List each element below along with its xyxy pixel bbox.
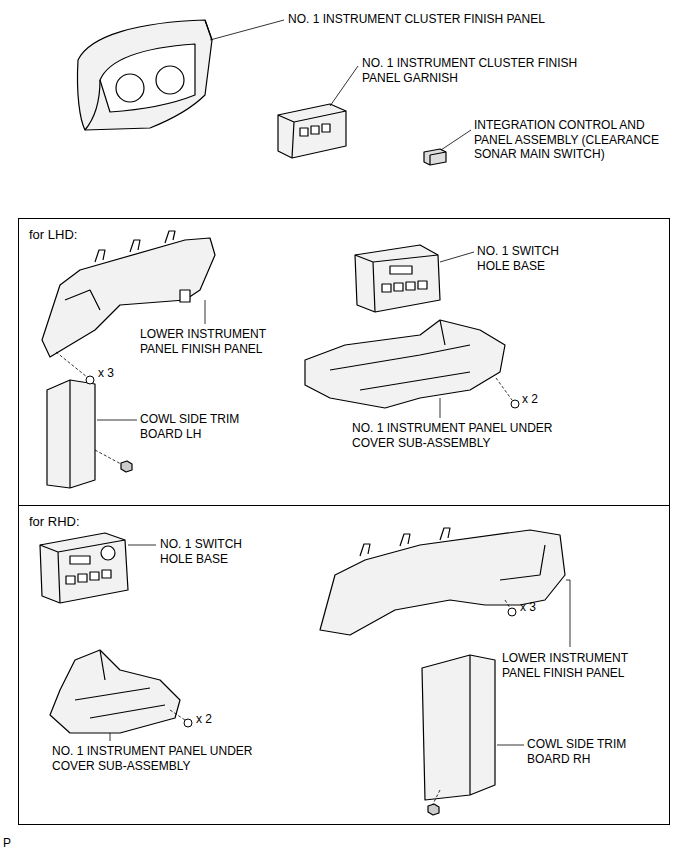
leader-line xyxy=(205,300,206,324)
leader-line xyxy=(440,398,441,418)
part-drawing xyxy=(100,44,195,112)
part-drawing xyxy=(85,80,100,130)
part-drawing xyxy=(390,266,412,274)
part-drawing xyxy=(430,152,446,165)
part-drawing xyxy=(78,574,87,582)
part-name: NO. 1 INSTRUMENT CLUSTER FINISH PANEL xyxy=(288,12,648,27)
leader-line xyxy=(110,733,111,741)
leader-line xyxy=(566,580,570,647)
part-name: LOWER INSTRUMENT PANEL FINISH PANEL xyxy=(140,327,300,356)
leader-line xyxy=(441,130,471,150)
part-drawing xyxy=(394,283,403,291)
part-drawing xyxy=(300,128,308,136)
part-drawing xyxy=(40,540,125,603)
variant-frame: for LHD: xyxy=(18,218,670,506)
quantity-note: x 3 xyxy=(520,600,550,615)
part-drawing xyxy=(278,111,346,158)
part-name: NO. 1 INSTRUMENT PANEL UNDER COVER SUB-A… xyxy=(52,744,274,773)
part-drawing xyxy=(278,104,346,158)
part-drawing xyxy=(320,530,565,635)
part-drawing xyxy=(121,461,132,472)
quantity-note: x 2 xyxy=(196,712,226,727)
leader-line xyxy=(497,745,524,746)
install-line xyxy=(56,352,87,377)
part-drawing xyxy=(156,66,184,94)
leader-line xyxy=(440,252,474,262)
bolt-symbol xyxy=(508,608,516,616)
part-drawing xyxy=(40,533,128,603)
part-drawing xyxy=(355,255,438,312)
part-drawing xyxy=(180,290,190,302)
part-name: COWL SIDE TRIM BOARD LH xyxy=(140,412,258,441)
part-drawing xyxy=(90,572,99,580)
part-drawing xyxy=(428,804,439,815)
part-drawing xyxy=(75,650,165,718)
part-drawing xyxy=(305,320,505,408)
variant-heading: for RHD: xyxy=(29,514,80,530)
part-drawing xyxy=(330,320,470,390)
part-drawing xyxy=(322,124,330,132)
figure-code: P xyxy=(3,836,23,851)
leader-line xyxy=(210,20,284,40)
part-name: NO. 1 INSTRUMENT CLUSTER FINISH PANEL GA… xyxy=(362,56,594,85)
part-drawing xyxy=(66,576,75,584)
install-line xyxy=(433,790,440,804)
part-drawing xyxy=(102,570,111,578)
part-drawing xyxy=(70,556,90,564)
bolt-symbol xyxy=(184,719,192,727)
install-line xyxy=(56,352,512,804)
part-drawing xyxy=(50,650,180,733)
part-drawing xyxy=(424,149,446,165)
part-name: NO. 1 INSTRUMENT PANEL UNDER COVER SUB-A… xyxy=(352,421,574,450)
part-name: COWL SIDE TRIM BOARD RH xyxy=(527,737,645,766)
leader-line xyxy=(330,66,358,106)
part-drawing xyxy=(65,231,175,310)
install-line xyxy=(505,600,510,608)
part-name: INTEGRATION CONTROL AND PANEL ASSEMBLY (… xyxy=(474,118,686,162)
part-drawing xyxy=(355,245,440,312)
part-name: LOWER INSTRUMENT PANEL FINISH PANEL xyxy=(502,651,662,680)
install-line xyxy=(95,450,121,464)
part-drawing xyxy=(406,282,415,290)
part-drawing xyxy=(205,20,212,40)
part-drawing xyxy=(422,655,495,800)
part-drawing xyxy=(69,380,70,488)
part-drawing xyxy=(418,281,427,289)
part-drawing xyxy=(47,380,95,488)
bolt-symbol xyxy=(511,400,519,408)
part-drawing xyxy=(311,126,319,134)
part-drawing xyxy=(382,284,391,292)
part-drawing xyxy=(77,20,212,130)
quantity-note: x 3 xyxy=(98,366,128,381)
variant-heading: for LHD: xyxy=(29,227,77,243)
part-drawing xyxy=(360,528,545,580)
quantity-note: x 2 xyxy=(522,392,552,407)
part-drawing xyxy=(469,655,470,795)
part-drawing xyxy=(116,74,144,102)
part-name: NO. 1 SWITCH HOLE BASE xyxy=(477,244,589,273)
install-line xyxy=(496,378,512,400)
part-name: NO. 1 SWITCH HOLE BASE xyxy=(160,537,272,566)
bolt-symbol xyxy=(86,376,94,384)
part-drawing xyxy=(101,546,115,560)
leader-line xyxy=(128,545,156,546)
leader-line xyxy=(97,420,137,421)
install-line xyxy=(170,710,185,720)
